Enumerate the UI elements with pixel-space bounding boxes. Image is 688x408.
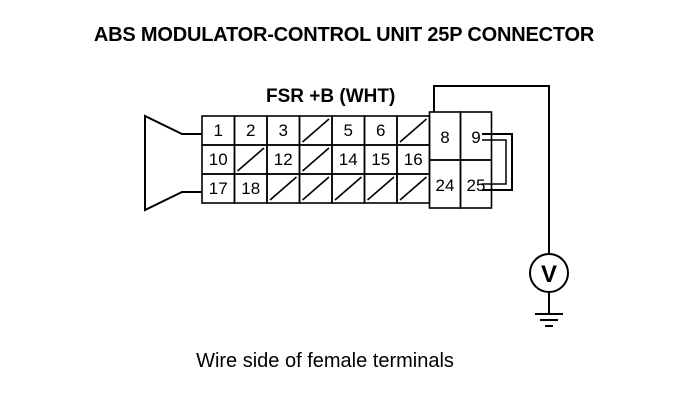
terminal-2: 2 [233,115,268,146]
terminal-grid-right: 8 9 24 25 [428,111,493,209]
terminal-10: 10 [201,144,236,175]
terminal-empty [396,115,431,146]
blank-terminal-slash [399,176,428,201]
terminal-empty [266,173,301,204]
ground-icon [535,292,563,327]
terminal-5: 5 [331,115,366,146]
blank-terminal-slash [269,176,298,201]
terminal-label: 3 [279,121,288,140]
caption: Wire side of female terminals [196,350,454,372]
blank-terminal-slash [301,176,330,201]
terminal-label: 10 [209,150,228,169]
terminal-empty [331,173,366,204]
terminal-label: 24 [436,176,455,195]
terminal-label: 8 [440,128,449,147]
terminal-empty [396,173,431,204]
terminal-label: 1 [214,121,223,140]
terminal-empty [363,173,398,204]
blank-terminal-slash [366,176,395,201]
terminal-label: 2 [246,121,255,140]
blank-terminal-slash [334,176,363,201]
terminal-empty [298,144,333,175]
terminal-6: 6 [363,115,398,146]
blank-terminal-slash [301,118,330,143]
probe-wire [433,85,550,254]
terminal-label: 25 [467,176,486,195]
terminal-3: 3 [266,115,301,146]
terminal-17: 17 [201,173,236,204]
voltmeter-symbol: V [541,261,557,288]
terminal-label: 14 [339,150,358,169]
terminal-label: 15 [371,150,390,169]
diagram-title: ABS MODULATOR-CONTROL UNIT 25P CONNECTOR [93,24,595,46]
terminal-label: 9 [471,128,480,147]
blank-terminal-slash [236,147,265,172]
blank-terminal-slash [399,118,428,143]
terminal-15: 15 [363,144,398,175]
terminal-empty [298,173,333,204]
terminal-label: 16 [404,150,423,169]
terminal-1: 1 [201,115,236,146]
terminal-16: 16 [396,144,431,175]
terminal-9: 9 [459,111,493,161]
terminal-24: 24 [428,159,462,209]
terminal-12: 12 [266,144,301,175]
terminal-8: 8 [428,111,462,161]
connector-side-bracket [482,133,513,191]
wire-label: FSR +B (WHT) [266,86,396,107]
terminal-empty [233,144,268,175]
blank-terminal-slash [301,147,330,172]
terminal-label: 5 [344,121,353,140]
terminal-18: 18 [233,173,268,204]
terminal-label: 12 [274,150,293,169]
connector-latch [144,114,202,212]
terminal-empty [298,115,333,146]
terminal-label: 17 [209,179,228,198]
terminal-label: 6 [376,121,385,140]
terminal-label: 18 [241,179,260,198]
terminal-14: 14 [331,144,366,175]
